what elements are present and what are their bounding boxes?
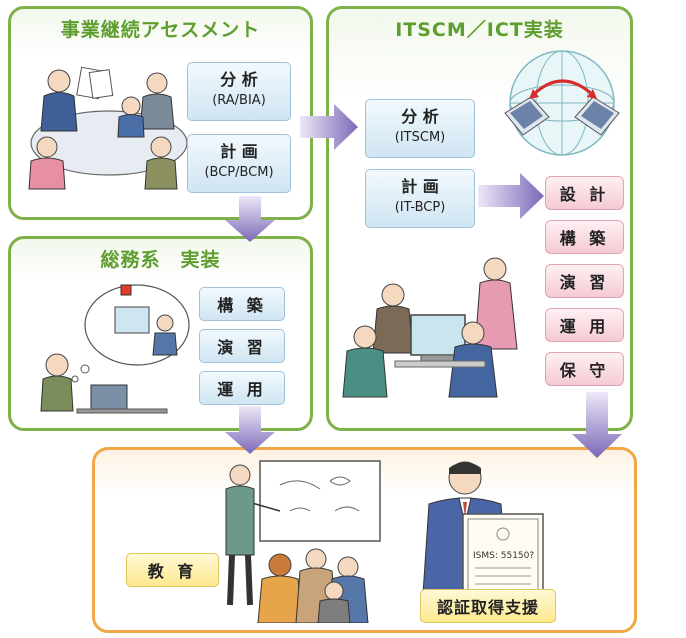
globe-laptops-icon	[504, 50, 620, 156]
general-item-build: 構 築	[199, 287, 285, 321]
presentation-illustration	[225, 460, 381, 623]
arrow-plan-to-design	[478, 173, 544, 219]
team-computer-illustration	[342, 257, 518, 398]
itscm-plan-label: 計 画	[401, 177, 439, 196]
meeting-illustration	[28, 66, 188, 190]
assessment-plan-label: 計 画	[220, 142, 258, 161]
arrow-assessment-to-general	[225, 196, 275, 242]
assessment-plan-sub: (BCP/BCM)	[204, 165, 274, 180]
assessment-analysis-label: 分 析	[220, 70, 258, 89]
education-box: 教 育	[126, 553, 219, 587]
general-title: 総務系 実装	[100, 249, 221, 271]
general-panel: 総務系 実装 構 築 演 習 運 用	[8, 236, 313, 431]
itscm-item-design: 設 計	[545, 176, 624, 210]
general-item-operate: 運 用	[199, 371, 285, 405]
itscm-analysis-label: 分 析	[401, 107, 439, 126]
itscm-item-operate: 運 用	[545, 308, 624, 342]
itscm-item-maintain: 保 守	[545, 352, 624, 386]
itscm-analysis-box: 分 析 (ITSCM)	[365, 99, 475, 158]
bottom-panel: ISMS: 55150? 教 育 認証取得支援	[92, 447, 637, 633]
svg-text:ISMS: 55150?: ISMS: 55150?	[473, 551, 534, 561]
itscm-panel: ITSCM／ICT実装 分 析 (ITSCM) 計 画 (IT-BCP) 設 計	[326, 6, 633, 431]
thinking-worker-illustration	[40, 284, 190, 414]
assessment-analysis-box: 分 析 (RA/BIA)	[187, 62, 291, 121]
assessment-analysis-sub: (RA/BIA)	[212, 93, 266, 108]
assessment-plan-box: 計 画 (BCP/BCM)	[187, 134, 291, 193]
itscm-analysis-sub: (ITSCM)	[394, 130, 446, 145]
general-item-exercise: 演 習	[199, 329, 285, 363]
assessment-panel: 事業継続アセスメント 分 析 (RA/BIA) 計 画 (BCP/BCM)	[8, 6, 313, 220]
itscm-title: ITSCM／ICT実装	[395, 19, 564, 41]
itscm-item-build: 構 築	[545, 220, 624, 254]
assessment-title: 事業継続アセスメント	[60, 19, 261, 41]
itscm-plan-box: 計 画 (IT-BCP)	[365, 169, 475, 228]
arrow-itscm-to-bottom	[572, 392, 622, 458]
certification-box: 認証取得支援	[420, 589, 556, 623]
itscm-item-exercise: 演 習	[545, 264, 624, 298]
arrow-general-to-bottom	[225, 406, 275, 454]
arrow-assessment-to-itscm	[300, 104, 358, 150]
itscm-plan-sub: (IT-BCP)	[394, 200, 446, 215]
